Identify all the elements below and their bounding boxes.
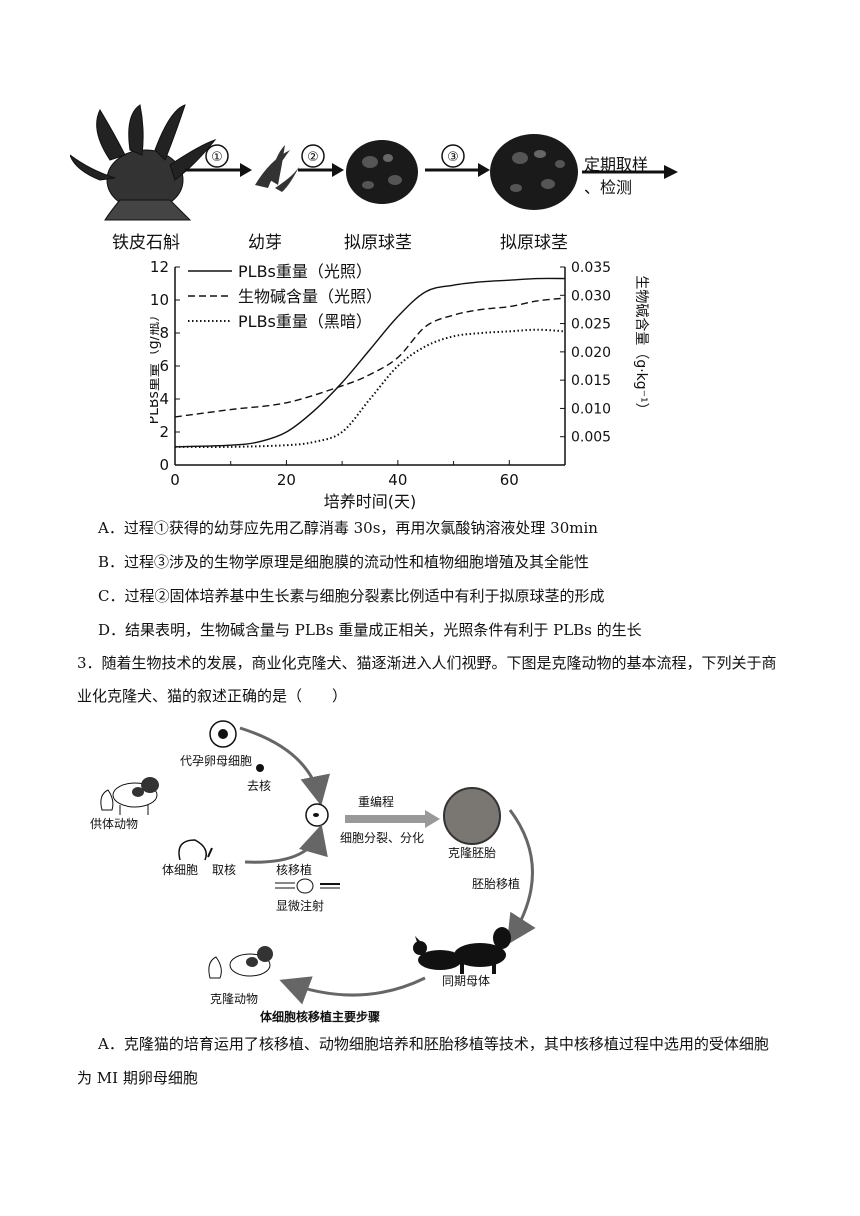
donor-animals-icon (100, 777, 159, 815)
series-line-2 (174, 297, 566, 418)
orchid-plant-image (70, 104, 217, 221)
chart-axes: 0 2 4 6 8 10 12 0.005 0.010 0.015 0.020 0.025 0.030 0… (150, 258, 649, 510)
y-tick-label-right: 0.025 (571, 317, 611, 333)
label-reprogram: 重编程 (358, 794, 394, 809)
series-line-3 (174, 328, 566, 448)
y-tick-label-right: 0.035 (571, 260, 611, 276)
option-c[interactable]: C．过程②固体培养基中生长素与细胞分裂素比例适中有利于拟原球茎的形成 (98, 587, 605, 605)
y-tick-label-left: 6 (159, 357, 169, 375)
q3-option-a-line-2[interactable]: 为 MI 期卵母细胞 (77, 1069, 198, 1087)
q3-option-a-line-1[interactable]: A．克隆猫的培育运用了核移植、动物细胞培养和胚胎移植等技术，其中核移植过程中选用… (98, 1035, 769, 1053)
label-nuclear-transfer: 核移植 (276, 862, 312, 877)
label-bud: 幼芽 (248, 233, 282, 253)
label-embryo-transfer: 胚胎移植 (472, 876, 520, 891)
cloning-diagram: 代孕卵母细胞 去核 供体动物 体细胞 取核 核移植 显微注射 重编程 细胞分裂、… (90, 720, 536, 1024)
microinjection-icon (275, 878, 340, 894)
y-tick-label-left: 10 (150, 291, 169, 309)
option-d[interactable]: D．结果表明，生物碱含量与 PLBs 重量成正相关，光照条件有利于 PLBs 的… (98, 621, 642, 639)
question-3-line-2: 业化克隆犬、猫的叙述正确的是（ ） (77, 687, 348, 705)
label-donor: 供体动物 (90, 817, 138, 831)
option-a[interactable]: A．过程①获得的幼芽应先用乙醇消毒 30s，再用次氯酸钠溶液处理 30min (98, 519, 598, 537)
step-1-label: ① (211, 150, 223, 165)
end-label-2: 、检测 (584, 178, 633, 197)
legend-label-1: PLBs重量（光照） (238, 262, 372, 281)
y-tick-label-left: 0 (159, 456, 169, 474)
clone-animals-icon (208, 946, 273, 979)
y-axis-label-right: 生物碱含量（g·kg⁻¹） (633, 275, 649, 416)
label-surrogate-egg: 代孕卵母细胞 (180, 754, 252, 768)
label-orchid: 铁皮石斛 (112, 233, 180, 253)
step-3-label: ③ (447, 150, 459, 165)
label-clone: 克隆动物 (210, 991, 258, 1006)
chart-legend: PLBs重量（光照） 生物碱含量（光照） PLBs重量（黑暗） (188, 262, 382, 331)
label-plb-2: 拟原球茎 (500, 233, 568, 253)
label-somatic-cell: 体细胞 (162, 863, 198, 877)
chart-series (174, 277, 566, 448)
arrow-birth (279, 976, 426, 1005)
label-plb-1: 拟原球茎 (344, 233, 412, 253)
y-tick-label-right: 0.030 (571, 288, 611, 304)
enucleated-egg-icon (305, 803, 329, 827)
clone-embryo-icon (443, 787, 501, 845)
option-b[interactable]: B．过程③涉及的生物学原理是细胞膜的流动性和植物细胞增殖及其全能性 (98, 553, 590, 571)
label-enucleate: 去核 (247, 779, 271, 793)
label-divide: 细胞分裂、分化 (340, 831, 424, 845)
y-tick-label-left: 12 (150, 258, 169, 276)
label-microinjection: 显微注射 (276, 898, 324, 913)
plb-image-1 (346, 140, 418, 204)
y-tick-label-right: 0.015 (571, 373, 611, 389)
nucleus-mark-icon (207, 847, 213, 858)
series-line-1 (174, 277, 566, 448)
y-tick-label-left: 8 (159, 324, 169, 342)
x-tick-label: 20 (277, 471, 296, 489)
line-chart: 0 2 4 6 8 10 12 0.005 0.010 0.015 0.020 0.025 0.030 0… (150, 258, 649, 510)
y-tick-label-right: 0.010 (571, 401, 611, 417)
arrow-embryo-transfer (506, 809, 536, 946)
x-axis-label: 培养时间(天) (324, 492, 417, 510)
arrow-nuclear-transfer (244, 824, 328, 864)
legend-label-2: 生物碱含量（光照） (238, 287, 382, 306)
somatic-cell-icon (178, 839, 207, 861)
surrogate-mother-icon (413, 927, 511, 974)
y-tick-label-right: 0.005 (571, 430, 611, 446)
egg-cell-icon (209, 720, 237, 748)
question-3-line-1: 3．随着生物技术的发展，商业化克隆犬、猫逐渐进入人们视野。下图是克隆动物的基本流… (77, 654, 777, 672)
reprogram-arrow (345, 815, 425, 823)
end-label-1: 定期取样 (584, 155, 649, 174)
label-embryo: 克隆胚胎 (448, 845, 496, 860)
flow-illustration: ① ② ③ (70, 104, 678, 221)
x-tick-label: 60 (500, 471, 519, 489)
y-tick-label-left: 2 (159, 423, 169, 441)
diagram-caption: 体细胞核移植主要步骤 (260, 1009, 380, 1024)
plb-image-2 (490, 134, 578, 210)
y-axis-label-left: PLBs重量（g/瓶） (150, 308, 162, 425)
arrow-enucleate (239, 726, 330, 806)
nucleus-dot-icon (256, 764, 264, 772)
bud-image (255, 145, 300, 192)
y-tick-label-left: 4 (159, 390, 169, 408)
label-take-nucleus: 取核 (212, 863, 236, 877)
x-tick-label: 40 (388, 471, 407, 489)
y-tick-label-right: 0.020 (571, 345, 611, 361)
step-2-label: ② (307, 150, 319, 165)
label-mother: 同期母体 (442, 974, 490, 988)
legend-label-3: PLBs重量（黑暗） (238, 312, 372, 331)
x-origin-label: 0 (170, 471, 180, 489)
